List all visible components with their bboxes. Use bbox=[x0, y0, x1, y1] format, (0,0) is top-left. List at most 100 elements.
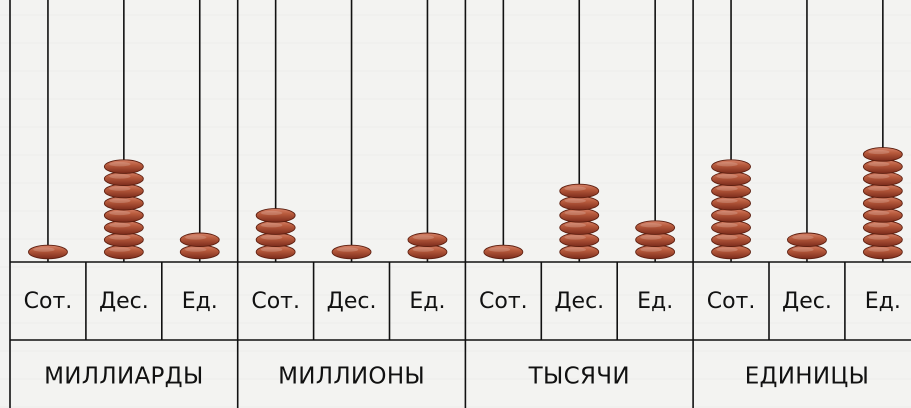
group-label: МИЛЛИОНЫ bbox=[278, 364, 425, 390]
abacus-bead bbox=[103, 183, 144, 199]
bead-highlight bbox=[260, 235, 283, 240]
bead-highlight bbox=[716, 210, 738, 216]
abacus-bead bbox=[331, 244, 372, 260]
bead-highlight bbox=[412, 247, 435, 252]
abacus-bead bbox=[635, 232, 676, 248]
abacus-bead bbox=[862, 183, 903, 199]
bead-highlight bbox=[868, 247, 890, 252]
bead-highlight bbox=[640, 247, 662, 252]
abacus-bead bbox=[711, 171, 751, 187]
place-label: Сот. bbox=[24, 289, 73, 314]
abacus-bead bbox=[255, 220, 296, 235]
abacus-bead bbox=[559, 195, 600, 211]
bead-highlight bbox=[109, 210, 131, 216]
abacus-bead bbox=[483, 244, 524, 260]
bead-highlight bbox=[868, 235, 890, 240]
bead-highlight bbox=[109, 235, 131, 240]
abacus-bead bbox=[559, 183, 600, 199]
abacus-bead bbox=[711, 220, 751, 235]
bead-highlight bbox=[716, 223, 738, 228]
abacus-bead bbox=[635, 220, 676, 235]
bead-highlight bbox=[185, 247, 207, 252]
bead-highlight bbox=[716, 186, 738, 191]
bead-highlight bbox=[716, 235, 738, 240]
abacus-bead bbox=[559, 220, 600, 235]
group-label: ТЫСЯЧИ bbox=[528, 364, 630, 390]
abacus-bead bbox=[862, 244, 903, 260]
abacus-bead bbox=[407, 244, 448, 260]
bead-highlight bbox=[716, 198, 738, 203]
bead-highlight bbox=[564, 223, 586, 228]
bead-highlight bbox=[564, 210, 586, 216]
bead-highlight bbox=[716, 174, 738, 179]
place-label: Ед. bbox=[182, 289, 218, 314]
abacus-bead bbox=[862, 208, 903, 223]
bead-highlight bbox=[716, 247, 738, 252]
group-label: ЕДИНИЦЫ bbox=[745, 364, 869, 390]
abacus-bead bbox=[711, 244, 751, 260]
place-label: Дес. bbox=[327, 289, 377, 314]
place-label: Ед. bbox=[637, 289, 673, 314]
bead-highlight bbox=[564, 198, 586, 203]
group-label: МИЛЛИАРДЫ bbox=[44, 364, 203, 390]
abacus-bead bbox=[711, 159, 751, 174]
abacus-bead bbox=[103, 195, 144, 211]
abacus-bead bbox=[862, 159, 903, 174]
abacus-bead bbox=[103, 244, 144, 260]
place-label: Дес. bbox=[782, 289, 832, 314]
bead-highlight bbox=[868, 210, 890, 216]
place-label: Сот. bbox=[707, 289, 756, 314]
bead-highlight bbox=[260, 210, 283, 216]
abacus-bead bbox=[711, 183, 751, 199]
abacus-bead bbox=[103, 159, 144, 174]
abacus-bead bbox=[103, 208, 144, 223]
bead-highlight bbox=[109, 162, 131, 167]
bead-highlight bbox=[109, 186, 131, 191]
place-label: Дес. bbox=[554, 289, 604, 314]
bead-highlight bbox=[564, 186, 586, 191]
abacus-bead bbox=[255, 208, 296, 223]
abacus-bead bbox=[255, 244, 296, 260]
abacus-bead bbox=[862, 147, 903, 162]
place-label: Сот. bbox=[479, 289, 528, 314]
bead-highlight bbox=[109, 174, 131, 179]
abacus-bead bbox=[862, 195, 903, 211]
bead-highlight bbox=[260, 223, 283, 228]
bead-highlight bbox=[792, 235, 814, 240]
bead-highlight bbox=[868, 162, 890, 167]
bead-highlight bbox=[716, 162, 738, 167]
bead-highlight bbox=[868, 223, 890, 228]
bead-highlight bbox=[640, 223, 662, 228]
abacus-bead bbox=[255, 232, 296, 248]
bead-highlight bbox=[260, 247, 283, 252]
bead-highlight bbox=[868, 149, 890, 155]
bead-highlight bbox=[792, 247, 814, 252]
abacus-bead bbox=[862, 171, 903, 187]
bead-highlight bbox=[109, 198, 131, 203]
abacus-bead bbox=[787, 244, 827, 260]
abacus-bead bbox=[559, 208, 600, 223]
place-label: Сот. bbox=[251, 289, 300, 314]
abacus-bead bbox=[103, 220, 144, 235]
abacus-bead bbox=[711, 232, 751, 248]
place-label: Ед. bbox=[865, 289, 901, 314]
bead-highlight bbox=[564, 235, 586, 240]
bead-highlight bbox=[336, 247, 359, 252]
bead-highlight bbox=[868, 198, 890, 203]
abacus-bead bbox=[103, 171, 144, 187]
bead-highlight bbox=[185, 235, 207, 240]
abacus-bead bbox=[179, 232, 220, 248]
abacus-bead bbox=[711, 208, 751, 223]
bead-highlight bbox=[109, 247, 131, 252]
abacus-bead bbox=[28, 244, 68, 260]
bead-highlight bbox=[868, 174, 890, 179]
abacus-bead bbox=[407, 232, 448, 248]
abacus-bead bbox=[635, 244, 676, 260]
bead-highlight bbox=[868, 186, 890, 191]
abacus-bead bbox=[179, 244, 220, 260]
place-label: Ед. bbox=[409, 289, 445, 314]
bead-highlight bbox=[33, 247, 55, 252]
bead-highlight bbox=[412, 235, 435, 240]
